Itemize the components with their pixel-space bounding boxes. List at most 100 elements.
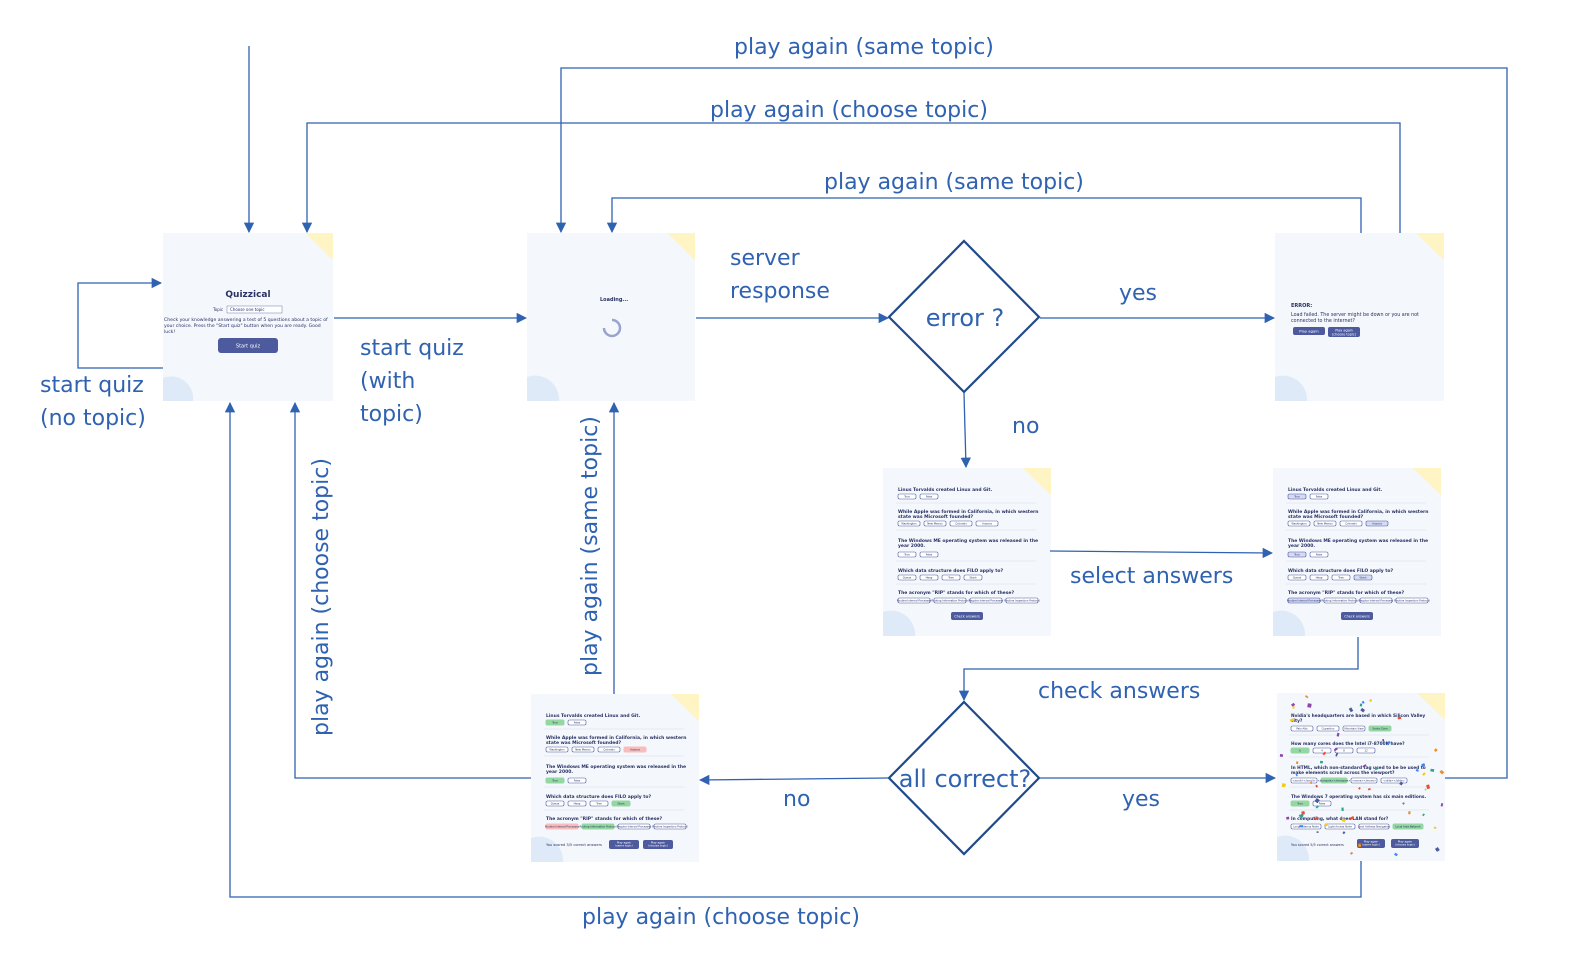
question-text: year 2000. [1288,543,1315,549]
answer-option-label: Light Access Node [1328,825,1352,829]
answer-option[interactable] [1356,747,1376,754]
answer-option[interactable] [597,746,621,753]
answer-option[interactable] [1359,597,1393,604]
confetti-piece [1292,706,1295,709]
answer-option[interactable] [567,800,587,807]
action-button[interactable] [1391,839,1419,848]
answer-option[interactable] [1368,725,1392,732]
answer-option[interactable] [949,520,973,527]
answer-option[interactable] [1290,800,1310,807]
answer-option[interactable] [1324,823,1356,830]
error-play-again-button[interactable] [1293,327,1325,335]
answer-option[interactable] [545,777,565,784]
answer-option[interactable] [545,719,565,726]
answer-option[interactable] [589,800,609,807]
label-play-again-choose-vertical: play again (choose topic) [309,458,334,736]
action-button[interactable] [1357,839,1385,848]
answer-option[interactable] [1350,777,1378,784]
answer-option[interactable] [1290,725,1314,732]
confetti-piece [1322,751,1327,756]
answer-option[interactable] [1392,823,1424,830]
confetti-piece [1316,831,1319,834]
start-quiz-button[interactable] [218,338,278,353]
answer-option[interactable] [1365,520,1389,527]
answer-option[interactable] [1287,493,1307,500]
action-button-label: (choose topic) [1395,843,1415,847]
answer-option[interactable] [919,551,939,558]
answer-option[interactable] [1309,574,1329,581]
corner-blob [1413,468,1441,495]
confetti-piece [1402,802,1405,805]
answer-option[interactable] [963,574,983,581]
answer-option-label: Heap [1316,576,1323,580]
answer-option-label: False [926,553,933,557]
answer-option[interactable] [919,574,939,581]
arrow-all-correct-no [698,774,889,786]
answer-option[interactable] [897,574,917,581]
answer-option[interactable] [623,746,647,753]
answer-option[interactable] [1290,747,1310,754]
answer-option[interactable] [1331,574,1351,581]
answer-option[interactable] [897,493,917,500]
screen-background [1277,693,1445,861]
question-text: Linus Torvalds created Linux and Git. [546,713,640,719]
answer-option[interactable] [1287,520,1311,527]
answer-option[interactable] [571,746,595,753]
answer-option[interactable] [1323,597,1357,604]
answer-option[interactable] [1353,574,1373,581]
answer-option[interactable] [1320,777,1348,784]
answer-option-label: Queue [1293,576,1302,580]
answer-option-label: Routing Information Protocol [931,599,968,603]
answer-option[interactable] [1312,747,1332,754]
answer-option[interactable] [611,800,631,807]
answer-option[interactable] [1339,520,1363,527]
answer-option[interactable] [923,520,947,527]
answer-option-label: Washington [901,522,917,526]
answer-option-label: <marquee></marquee> [1318,779,1351,783]
error-choose-topic-button[interactable] [1328,327,1360,337]
answer-option[interactable] [1309,493,1329,500]
action-button[interactable] [1341,612,1373,620]
answer-option[interactable] [1313,520,1337,527]
answer-option[interactable] [567,777,587,784]
answer-option[interactable] [897,597,931,604]
answer-option[interactable] [1342,725,1366,732]
answer-option-label: Regular Interval Processes [617,825,652,829]
answer-option[interactable] [933,597,967,604]
answer-option[interactable] [969,597,1003,604]
corner-blob [671,694,699,721]
answer-option-label: 4 [1321,749,1323,753]
answer-option-label: False [1316,553,1323,557]
action-button[interactable] [643,840,673,849]
answer-option[interactable] [1358,823,1390,830]
answer-option[interactable] [653,823,687,830]
label-play-again-same-vertical: play again (same topic) [578,416,603,676]
answer-option[interactable] [1290,823,1322,830]
answer-option[interactable] [975,520,999,527]
answer-option[interactable] [617,823,651,830]
answer-option[interactable] [1316,725,1340,732]
question-text: city? [1291,718,1303,724]
answer-option[interactable] [1287,551,1307,558]
answer-option[interactable] [897,520,921,527]
answer-option[interactable] [1395,597,1429,604]
topic-select[interactable] [226,305,283,314]
answer-option[interactable] [897,551,917,558]
answer-option[interactable] [1005,597,1039,604]
confetti-piece [1307,703,1312,708]
answer-option[interactable] [1287,597,1321,604]
confetti-piece [1415,768,1419,772]
question-text: state was Microsoft founded? [546,740,621,746]
action-button[interactable] [609,840,639,849]
answer-option[interactable] [1287,574,1307,581]
answer-option[interactable] [581,823,615,830]
answer-option[interactable] [545,823,579,830]
answer-option[interactable] [1380,777,1408,784]
action-button[interactable] [951,612,983,620]
answer-option[interactable] [1309,551,1329,558]
answer-option[interactable] [941,574,961,581]
answer-option[interactable] [919,493,939,500]
answer-option[interactable] [545,746,569,753]
answer-option[interactable] [567,719,587,726]
answer-option[interactable] [545,800,565,807]
